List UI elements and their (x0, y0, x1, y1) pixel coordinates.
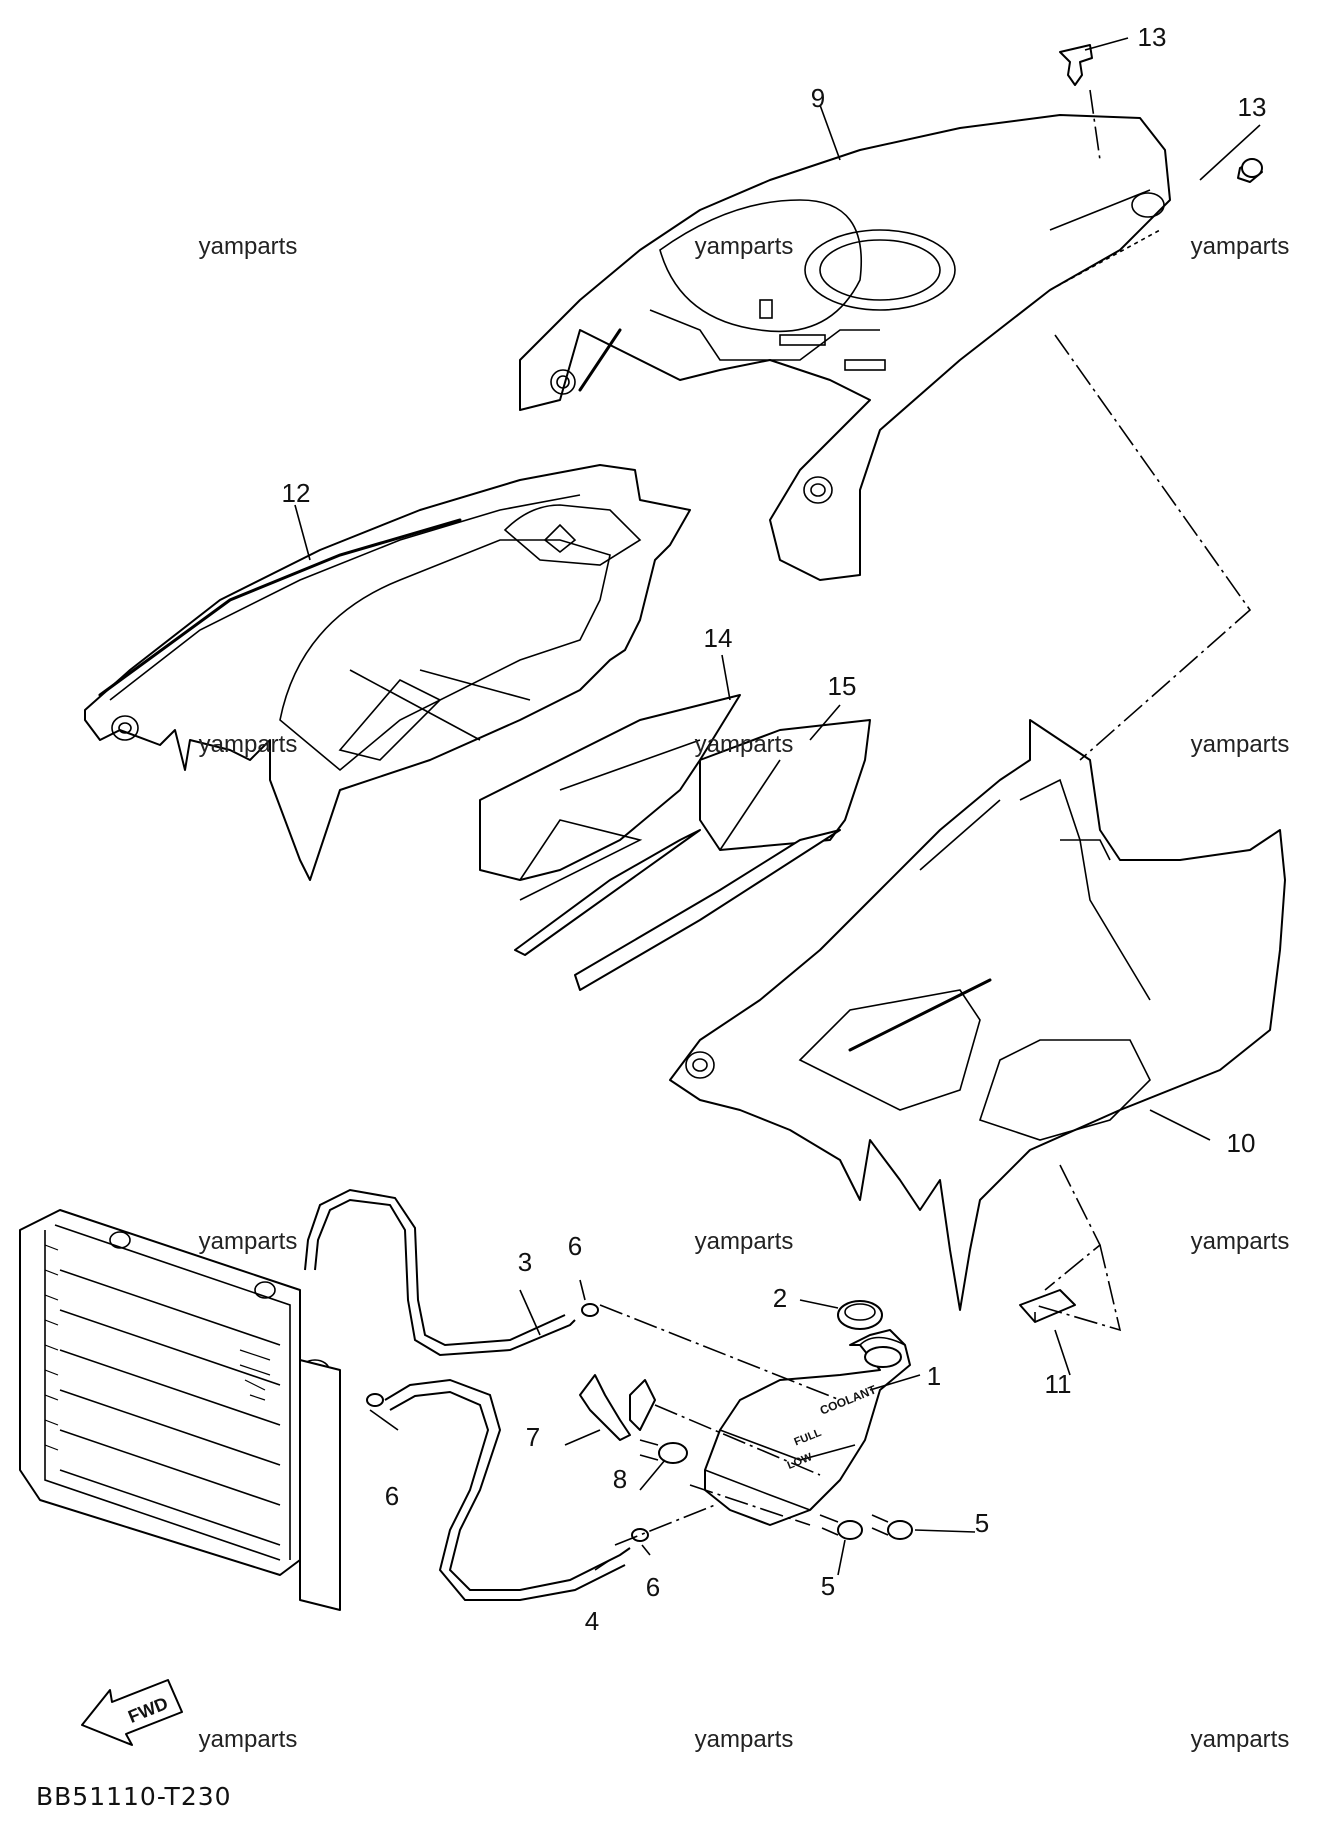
watermark: yamparts (1190, 1726, 1290, 1753)
callout-14: 14 (703, 623, 733, 653)
inner-panel-15 (574, 719, 871, 991)
callout-15: 15 (827, 671, 857, 701)
diagram-code: BB51110-T230 (36, 1782, 232, 1811)
watermark: yamparts (694, 1228, 794, 1255)
watermark: yamparts (1190, 731, 1290, 758)
hose-4 (384, 1378, 631, 1601)
callout-13: 13 (1237, 92, 1267, 122)
watermark: yamparts (694, 233, 794, 260)
radiator (19, 1209, 341, 1611)
callout-13: 13 (1137, 22, 1167, 52)
bracket (579, 1374, 656, 1441)
right-side-cover (669, 719, 1286, 1311)
watermark: yamparts (198, 1228, 298, 1255)
callout-4: 4 (584, 1606, 600, 1636)
watermark: yamparts (1190, 1228, 1290, 1255)
callout-1: 1 (926, 1361, 942, 1391)
callout-9: 9 (810, 83, 826, 113)
watermark: yamparts (694, 731, 794, 758)
hose-clamp (366, 1303, 649, 1542)
assembly-guide-lines (599, 89, 1252, 1546)
bolt-8 (639, 1439, 688, 1464)
watermark: yamparts (694, 1726, 794, 1753)
coolant-reservoir-tank (704, 1329, 911, 1526)
callout-11: 11 (1044, 1369, 1072, 1399)
callout-6: 6 (384, 1481, 400, 1511)
watermark: yamparts (198, 1726, 298, 1753)
watermark: yamparts (1190, 233, 1290, 260)
watermark: yamparts (198, 233, 298, 260)
callout-5: 5 (974, 1508, 990, 1538)
left-side-cover (84, 464, 691, 881)
callout-10: 10 (1226, 1128, 1256, 1158)
callout-8: 8 (612, 1464, 628, 1494)
callout-5: 5 (820, 1571, 836, 1601)
grommet-13 (1237, 158, 1263, 183)
callout-7: 7 (525, 1422, 541, 1452)
inner-panel-14 (479, 694, 741, 956)
callout-2: 2 (772, 1283, 788, 1313)
reservoir-cap (837, 1300, 883, 1330)
leader-lines (294, 37, 1261, 1576)
callout-6: 6 (645, 1572, 661, 1602)
callout-12: 12 (281, 478, 311, 508)
hose-3 (304, 1188, 576, 1357)
rear-top-cover (519, 114, 1171, 581)
bolt-5 (819, 1514, 913, 1540)
callout-6: 6 (567, 1231, 583, 1261)
fwd-arrow-icon (81, 1679, 183, 1746)
trim-clip-13 (1059, 44, 1093, 86)
watermark: yamparts (198, 731, 298, 758)
callout-3: 3 (517, 1247, 533, 1277)
pad-11 (1019, 1289, 1076, 1323)
